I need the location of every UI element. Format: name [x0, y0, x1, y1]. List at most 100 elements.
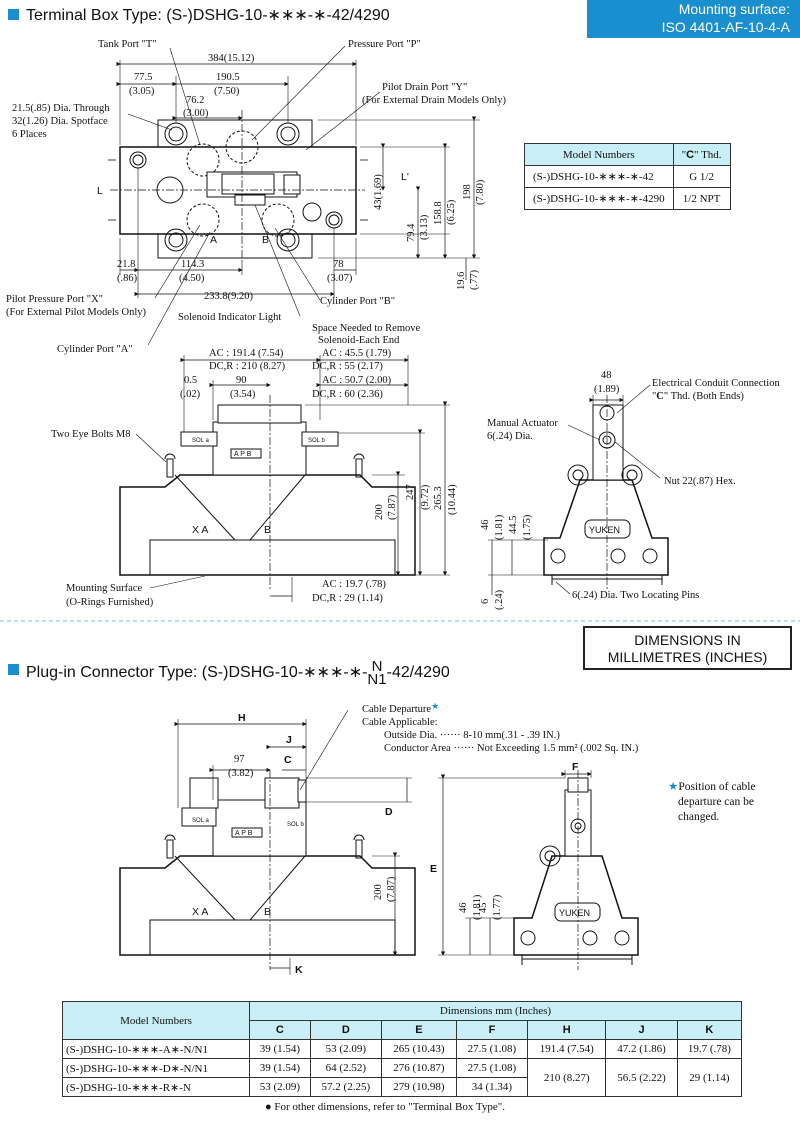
dim-48: 48: [601, 370, 612, 381]
table-row: (S-)DSHG-10-∗∗∗-∗-42 G 1/2: [524, 165, 731, 188]
plugin-front-view: [119, 709, 416, 975]
dim-48-in: (1.89): [594, 384, 620, 395]
dim-F: F: [572, 761, 579, 773]
dim-46-in: (1.81): [494, 514, 505, 540]
table-row: (S-)DSHG-10-∗∗∗-R∗-N 53 (2.09) 57.2 (2.2…: [62, 1077, 742, 1097]
tank-port-label: Tank Port "T": [98, 39, 157, 50]
dc-210: DC,R : 210 (8.27): [209, 361, 286, 372]
manual-actuator-label: Manual Actuator: [487, 418, 558, 429]
section-marker: [8, 9, 19, 20]
plugin-dim-45-in: (1.77): [492, 894, 503, 920]
dim-114-in: (4.50): [179, 273, 205, 284]
plugin-b: B: [264, 906, 271, 918]
dc-60: DC,R : 60 (2.36): [312, 389, 383, 400]
outside-dia-label: Outside Dia. ······ 8-10 mm(.31 - .39 IN…: [384, 730, 560, 741]
plugin-dimensions-table: Model Numbers Dimensions mm (Inches) C D…: [62, 1001, 743, 1097]
top-view: [108, 45, 480, 346]
space-note-1: Space Needed to Remove: [312, 323, 421, 334]
dim-200: 200: [374, 504, 385, 520]
mounting-surface-banner: Mounting surface: ISO 4401-AF-10-4-A: [587, 0, 800, 38]
dim-384: 384(15.12): [208, 53, 255, 64]
conductor-area-label: Conductor Area ······ Not Exceeding 1.5 …: [384, 743, 639, 754]
plugin-dim-46: 46: [458, 903, 469, 914]
ac-50: AC : 50.7 (2.00): [322, 375, 392, 386]
port-B-label: B: [262, 234, 269, 246]
plugin-dim-200: 200: [373, 884, 384, 900]
L2-marker: L': [401, 171, 409, 183]
dim-76: 76.2: [186, 95, 204, 106]
dim-19-in: (.77): [469, 269, 480, 290]
plugin-xa: X A: [192, 906, 208, 918]
dim-19: 19.6: [456, 272, 467, 290]
dim-265-in: (10.44): [447, 484, 458, 515]
sol-a-label: SOL a: [192, 438, 209, 444]
table-row: (S-)DSHG-10-∗∗∗-A∗-N/N1 39 (1.54) 53 (2.…: [62, 1039, 743, 1059]
pilot-pressure-label: Pilot Pressure Port "X": [6, 294, 103, 305]
terminal-table-header-model: Model Numbers: [524, 143, 674, 166]
hole-note-2: 32(1.26) Dia. Spotface: [12, 116, 108, 127]
front-view: [119, 355, 450, 602]
dim-43: 43(1.69): [373, 174, 384, 210]
xa-label: X A: [192, 524, 208, 536]
dim-247: 247: [405, 484, 416, 500]
dim-77-in: (3.05): [129, 86, 155, 97]
ac-19: AC : 19.7 (.78): [322, 579, 386, 590]
plugin-table-dims-header: Dimensions mm (Inches): [249, 1001, 742, 1021]
side-view: [488, 384, 669, 595]
table-row: (S-)DSHG-10-∗∗∗-D∗-N/N1 39 (1.54) 64 (2.…: [62, 1058, 743, 1097]
conduit-label-1: Electrical Conduit Connection: [652, 378, 780, 389]
dim-190: 190.5: [216, 72, 240, 83]
units-box: DIMENSIONS IN MILLIMETRES (INCHES): [583, 626, 792, 670]
hole-note-3: 6 Places: [12, 129, 47, 140]
dim-97-in: (3.82): [228, 768, 254, 779]
manual-actuator-dia: 6(.24) Dia.: [487, 431, 533, 442]
dim-21-in: (.86): [117, 273, 138, 284]
dim-C: C: [284, 754, 292, 766]
dim-233: 233.8(9.20): [204, 291, 253, 302]
dim-H: H: [238, 712, 246, 724]
apb-label: A P B: [234, 451, 252, 458]
pilot-pressure-sub: (For External Pilot Models Only): [6, 307, 146, 318]
terminal-thread-table: Model Numbers "C" Thd. (S-)DSHG-10-∗∗∗-∗…: [524, 143, 731, 210]
space-note-2: Solenoid-Each End: [318, 335, 400, 346]
yuken-logo-text: YUKEN: [589, 525, 620, 535]
dim-05: 0.5: [184, 375, 197, 386]
dim-46: 46: [480, 520, 491, 531]
L-marker: L: [97, 185, 103, 197]
cylinder-a-label: Cylinder Port "A": [57, 344, 133, 355]
dim-6: 6: [480, 599, 491, 604]
port-A-label: A: [210, 234, 217, 246]
dim-K: K: [295, 964, 303, 976]
mounting-surface-label: Mounting Surface: [66, 583, 142, 594]
plugin-table-model-header: Model Numbers: [62, 1001, 250, 1040]
dim-200-in: (7.87): [387, 494, 398, 520]
dim-78: 78: [333, 259, 344, 270]
dc-29: DC,R : 29 (1.14): [312, 593, 383, 604]
dim-44-in: (1.75): [522, 514, 533, 540]
plugin-title: Plug-in Connector Type: (S-)DSHG-10-∗∗∗-…: [26, 658, 450, 688]
dim-158-in: (6.25): [446, 199, 457, 225]
dim-79: 79.4: [406, 223, 417, 242]
dim-J: J: [286, 734, 292, 746]
o-rings-label: (O-Rings Furnished): [66, 597, 154, 608]
dim-97: 97: [234, 754, 245, 765]
dim-114: 114.3: [181, 259, 204, 270]
nut-label: Nut 22(.87) Hex.: [664, 476, 736, 487]
plugin-apb: A P B: [235, 830, 253, 837]
pilot-drain-label: Pilot Drain Port "Y": [382, 82, 467, 93]
table-footnote: ● For other dimensions, refer to "Termin…: [265, 1101, 505, 1113]
plugin-sol-a: SOL a: [192, 818, 209, 824]
terminal-box-title: Terminal Box Type: (S-)DSHG-10-∗∗∗-∗-42/…: [26, 7, 390, 24]
cable-note: ★Position of cable departure can be chan…: [668, 781, 756, 823]
dim-90-in: (3.54): [230, 389, 256, 400]
b-label: B: [264, 524, 271, 536]
pilot-drain-sub: (For External Drain Models Only): [362, 95, 507, 106]
dim-6-in: (.24): [494, 589, 505, 610]
plugin-dim-45: 45: [478, 903, 489, 914]
sol-b-label: SOL b: [308, 438, 325, 444]
dim-198-in: (7.80): [475, 179, 486, 205]
cable-departure-label: Cable Departure★: [362, 701, 439, 715]
dim-D: D: [385, 806, 393, 818]
solenoid-light-label: Solenoid Indicator Light: [178, 312, 281, 323]
